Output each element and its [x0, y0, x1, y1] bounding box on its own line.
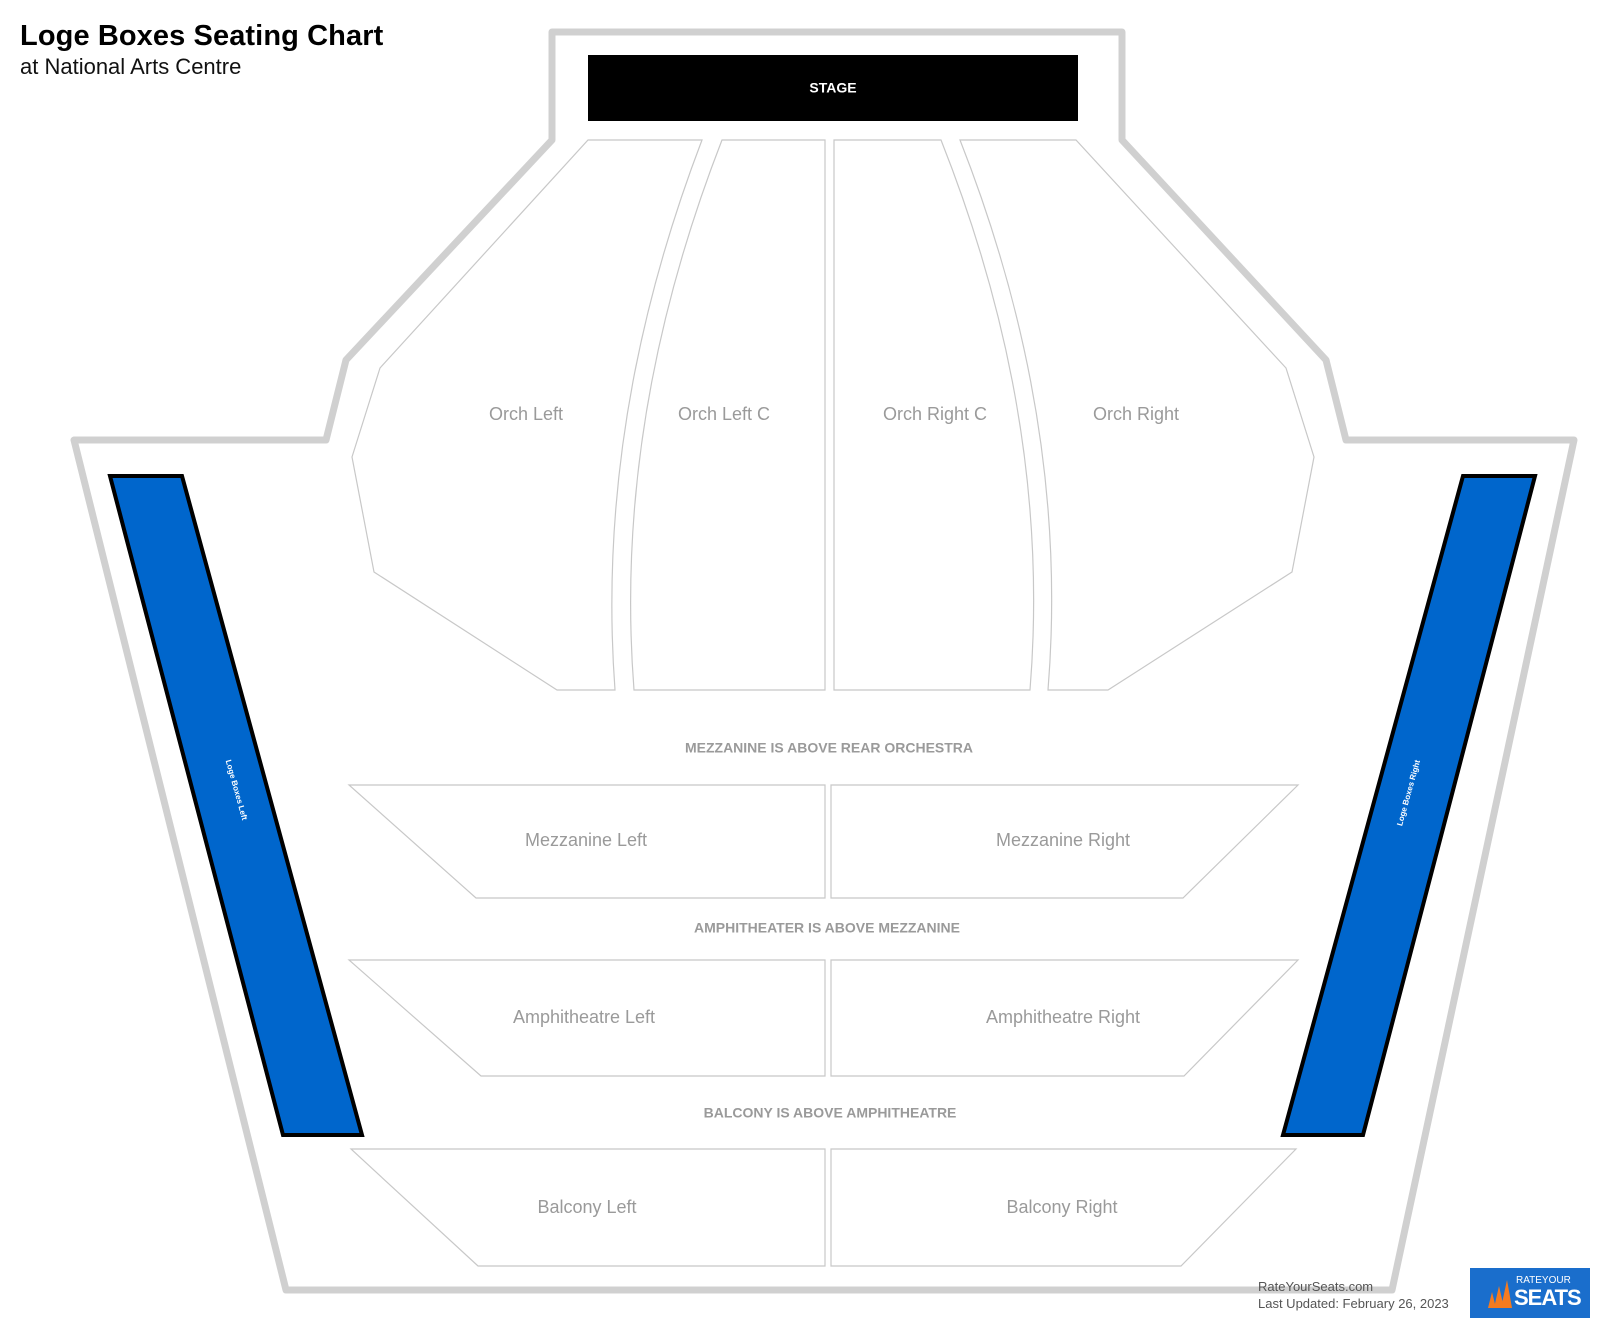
- section-label: Orch Right C: [883, 404, 987, 424]
- section-balcony-right[interactable]: Balcony Right: [830, 1148, 1298, 1267]
- section-mezzanine-right[interactable]: Mezzanine Right: [830, 784, 1300, 899]
- section-label: Mezzanine Left: [525, 830, 647, 850]
- footer-site: RateYourSeats.com: [1258, 1279, 1374, 1294]
- section-orch-right-c[interactable]: Orch Right C: [833, 139, 1035, 691]
- section-orch-left[interactable]: Orch Left: [351, 139, 703, 691]
- section-mezzanine-left[interactable]: Mezzanine Left: [347, 784, 826, 899]
- section-balcony-left[interactable]: Balcony Left: [349, 1148, 826, 1267]
- page-subtitle: at National Arts Centre: [20, 54, 242, 79]
- venue-outline: [70, 28, 1578, 1294]
- section-loge-boxes-right[interactable]: Loge Boxes Right: [1280, 474, 1538, 1137]
- footer-credit: RateYourSeats.com Last Updated: February…: [1258, 1278, 1449, 1312]
- section-amphitheatre-left[interactable]: Amphitheatre Left: [347, 959, 826, 1077]
- balcony-note: BALCONY IS ABOVE AMPHITHEATRE: [704, 1105, 957, 1121]
- section-label: Amphitheatre Right: [986, 1007, 1140, 1027]
- section-label: Orch Left C: [678, 404, 770, 424]
- section-label: Mezzanine Right: [996, 830, 1130, 850]
- section-loge-boxes-left[interactable]: Loge Boxes Left: [107, 474, 365, 1137]
- amphitheater-note: AMPHITHEATER IS ABOVE MEZZANINE: [694, 920, 960, 936]
- section-label: Orch Left: [489, 404, 563, 424]
- stage[interactable]: STAGE: [588, 55, 1078, 121]
- seats-logo-icon: [1488, 1280, 1512, 1308]
- section-label: Balcony Right: [1006, 1197, 1117, 1217]
- mezzanine-note: MEZZANINE IS ABOVE REAR ORCHESTRA: [685, 740, 973, 756]
- section-label: Orch Right: [1093, 404, 1179, 424]
- logo-line1: RATEYOUR: [1516, 1275, 1571, 1286]
- rateyourseats-logo[interactable]: RATEYOUR SEATS: [1470, 1268, 1590, 1318]
- logo-line2: SEATS: [1514, 1285, 1582, 1310]
- page-title: Loge Boxes Seating Chart: [20, 20, 384, 52]
- stage-label: STAGE: [809, 80, 856, 96]
- section-label: Amphitheatre Left: [513, 1007, 655, 1027]
- section-orch-right[interactable]: Orch Right: [959, 139, 1315, 691]
- footer-updated: Last Updated: February 26, 2023: [1258, 1296, 1449, 1311]
- section-orch-left-c[interactable]: Orch Left C: [630, 139, 826, 691]
- section-label: Balcony Left: [537, 1197, 636, 1217]
- section-amphitheatre-right[interactable]: Amphitheatre Right: [830, 959, 1300, 1077]
